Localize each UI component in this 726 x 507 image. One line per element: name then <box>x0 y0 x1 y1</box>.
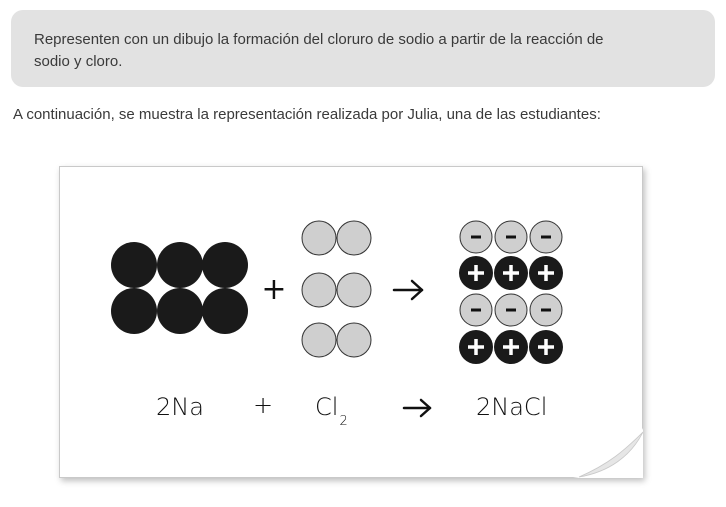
chlorine-atom <box>301 322 337 358</box>
equation-reactant-sodium: 2Na <box>156 393 204 421</box>
anion-row <box>459 220 563 254</box>
chlorine-atom <box>301 220 337 256</box>
sodium-atom <box>202 242 248 288</box>
equation-plus-sign: + <box>253 391 274 419</box>
sodium-atom <box>157 242 203 288</box>
sodium-atom <box>111 242 157 288</box>
chlorine-atom <box>336 322 372 358</box>
intro-text: A continuación, se muestra la representa… <box>13 106 601 123</box>
sodium-chloride-lattice <box>459 220 563 364</box>
sodium-atom <box>157 288 203 334</box>
cation-row <box>459 330 563 364</box>
chlorine-subscript: 2 <box>339 414 348 429</box>
task-prompt-line-2: sodio y cloro. <box>34 53 123 70</box>
cation-row <box>459 256 563 290</box>
anion-row <box>459 293 563 327</box>
chemical-equation: 2Na + Cl2 2NaCl <box>60 167 642 477</box>
drawing-arrow <box>392 279 424 301</box>
sodium-atom <box>111 288 157 334</box>
student-drawing-card: + <box>59 166 643 478</box>
sodium-atoms <box>111 242 248 334</box>
sodium-atom <box>202 288 248 334</box>
drawing-plus-sign: + <box>261 272 286 307</box>
equation-arrow <box>402 398 432 418</box>
reaction-drawing: + <box>111 220 563 418</box>
equation-reactant-chlorine: Cl2 <box>315 393 348 429</box>
page-curl <box>573 428 643 478</box>
chlorine-atom <box>336 272 372 308</box>
task-prompt-box: Representen con un dibujo la formación d… <box>11 10 715 87</box>
chlorine-atom <box>301 272 337 308</box>
task-prompt-line-1: Representen con un dibujo la formación d… <box>34 31 604 48</box>
chlorine-molecules <box>301 220 372 358</box>
chlorine-atom <box>336 220 372 256</box>
equation-product: 2NaCl <box>476 393 548 421</box>
chlorine-symbol: Cl <box>315 393 339 421</box>
